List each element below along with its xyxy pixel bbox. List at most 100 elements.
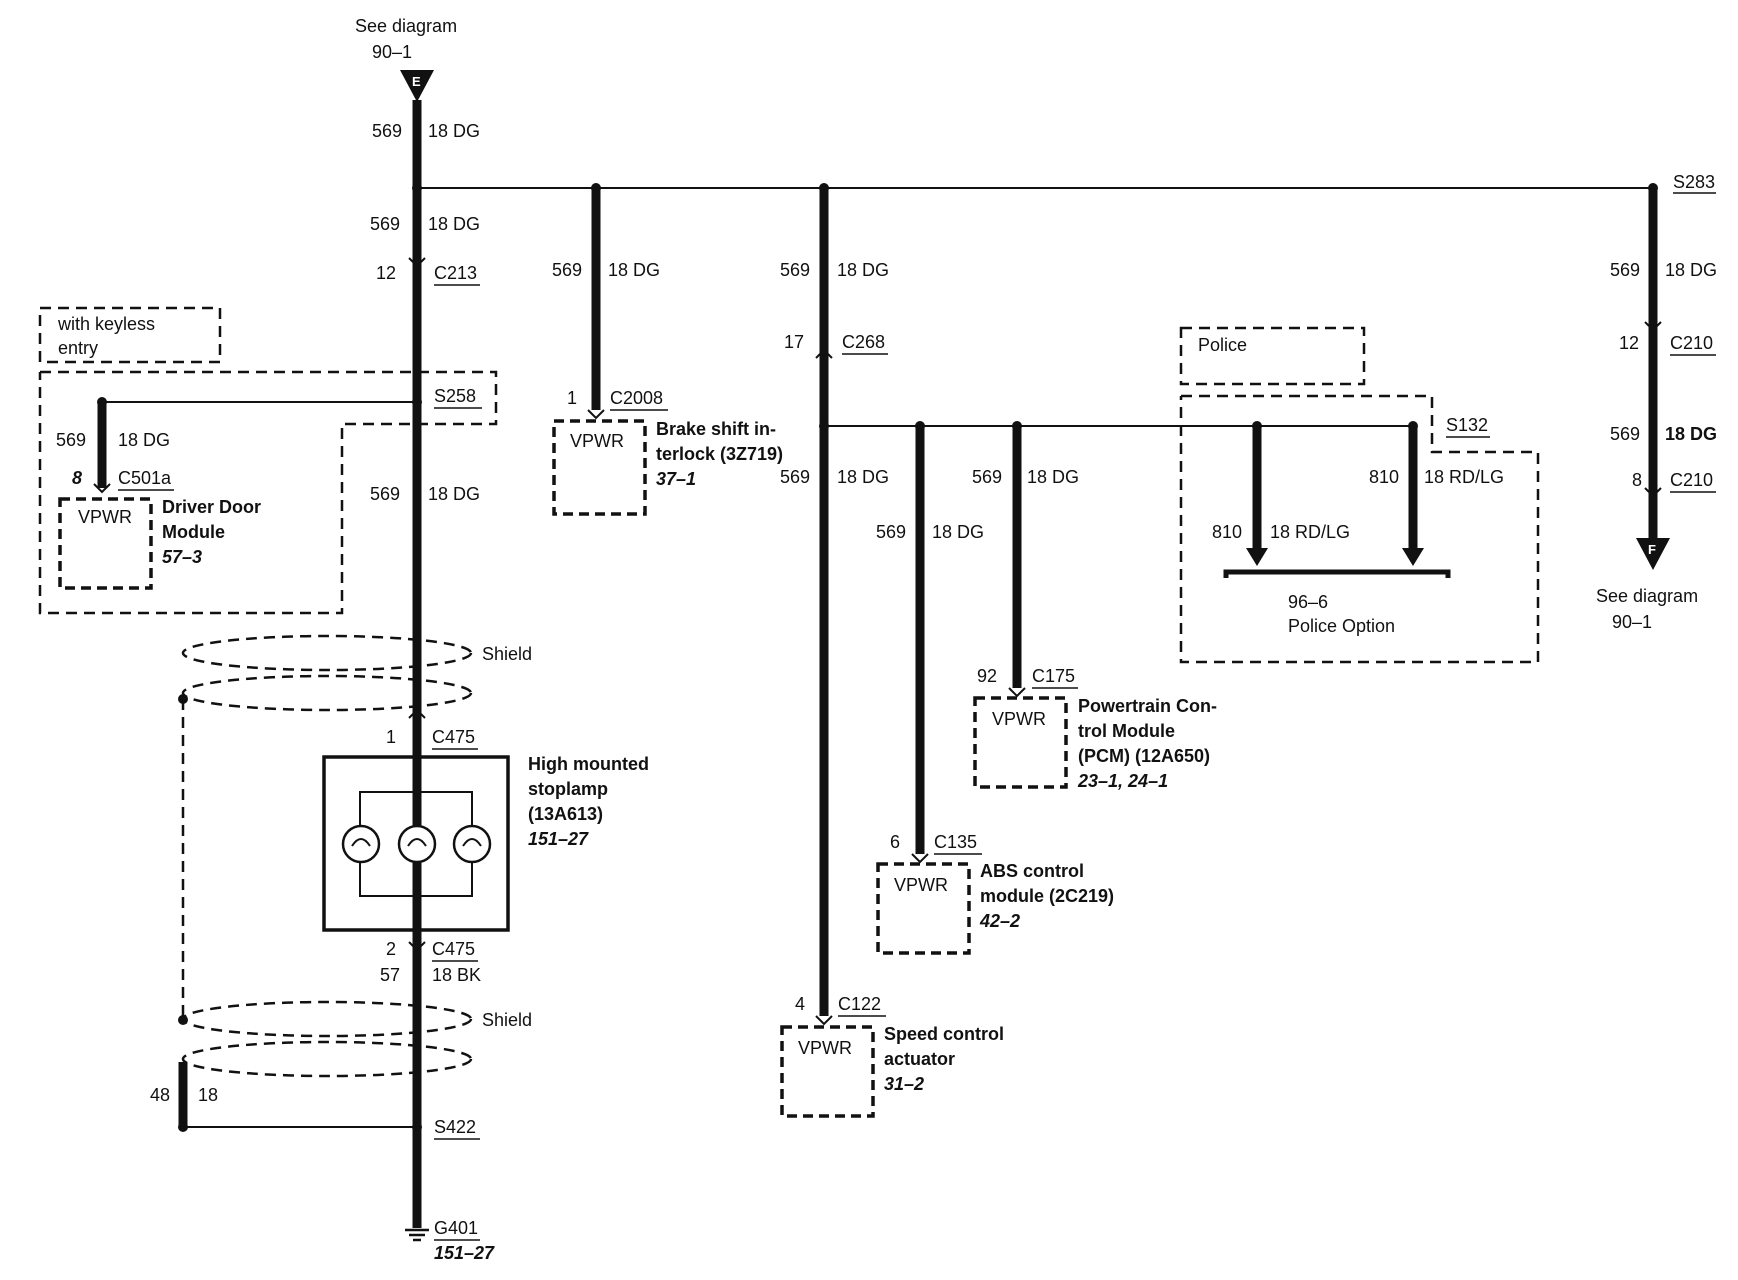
shield-upper-bottom: [181, 674, 473, 712]
ground-g401-ref: 151–27: [434, 1243, 495, 1263]
connector-f-label: F: [1648, 542, 1656, 557]
wire-brake-size: 18 DG: [608, 260, 660, 280]
wire-main2-num: 569: [370, 484, 400, 504]
wire-abs-size: 18 DG: [932, 522, 984, 542]
connector-c475b: C475: [432, 939, 475, 959]
wire-pol2-num: 810: [1369, 467, 1399, 487]
keyless-option-outline: [38, 370, 498, 615]
connector-c135: C135: [934, 832, 977, 852]
wire-top-size: 18 DG: [428, 121, 480, 141]
brake-vpwr: VPWR: [570, 431, 624, 451]
bulb-icon: [397, 824, 437, 864]
driver-door-name-2: Module: [162, 522, 225, 542]
stoplamp-name-2: stoplamp: [528, 779, 608, 799]
wire-r1-num: 569: [1610, 260, 1640, 280]
wire-r1-size: 18 DG: [1665, 260, 1717, 280]
connector-c175: C175: [1032, 666, 1075, 686]
wire-r2-num: 569: [1610, 424, 1640, 444]
wire-main1-num: 569: [370, 214, 400, 234]
c475b-pin: 2: [386, 939, 396, 959]
wire-sc2-size: 18 DG: [837, 467, 889, 487]
abs-ref: 42–2: [979, 911, 1020, 931]
pcm-name-2: trol Module: [1078, 721, 1175, 741]
c135-pin: 6: [890, 832, 900, 852]
wire-gnd-num: 57: [380, 965, 400, 985]
sc-name: Speed control: [884, 1024, 1004, 1044]
wire-abs-num: 569: [876, 522, 906, 542]
connector-c213: C213: [434, 263, 477, 283]
shield-upper-top: [181, 634, 473, 672]
c210b-pin: 8: [1632, 470, 1642, 490]
c475a-pin: 1: [386, 727, 396, 747]
connector-c122: C122: [838, 994, 881, 1014]
c213-pin: 12: [376, 263, 396, 283]
sc-name-2: actuator: [884, 1049, 955, 1069]
wire-main1-size: 18 DG: [428, 214, 480, 234]
wire-pol1-size: 18 RD/LG: [1270, 522, 1350, 542]
wire-shield-size: 18: [198, 1085, 218, 1105]
wire-sc1-num: 569: [780, 260, 810, 280]
c2008-pin: 1: [567, 388, 577, 408]
wire-door-num: 569: [56, 430, 86, 450]
connector-c2008: C2008: [610, 388, 663, 408]
door-vpwr: VPWR: [78, 507, 132, 527]
wire-pcm-num: 569: [972, 467, 1002, 487]
pcm-name: Powertrain Con-: [1078, 696, 1217, 716]
pcm-box: [973, 696, 1068, 789]
brake-name-2: terlock (3Z719): [656, 444, 783, 464]
police-ref: 96–6: [1288, 592, 1328, 612]
wire-brake-num: 569: [552, 260, 582, 280]
shield-label-2: Shield: [482, 1010, 532, 1030]
police-option-bracket: [1223, 569, 1451, 578]
shield-lower-top: [181, 1000, 473, 1038]
connector-c268: C268: [842, 332, 885, 352]
wire-pol2-size: 18 RD/LG: [1424, 467, 1504, 487]
pcm-vpwr: VPWR: [992, 709, 1046, 729]
stoplamp-name: High mounted: [528, 754, 649, 774]
speed-control-actuator-box: [780, 1025, 875, 1118]
shield-label-1: Shield: [482, 644, 532, 664]
keyless-label: with keyless: [57, 314, 155, 334]
keyless-label-2: entry: [58, 338, 98, 358]
see-diagram-top-ref: 90–1: [372, 42, 412, 62]
c175-pin: 92: [977, 666, 997, 686]
wire-gnd-size: 18 BK: [432, 965, 481, 985]
connector-e-label: E: [412, 74, 421, 89]
brake-name: Brake shift in-: [656, 419, 776, 439]
splice-s422: S422: [434, 1117, 476, 1137]
splice-s132: S132: [1446, 415, 1488, 435]
splice-dot: [412, 183, 422, 193]
connector-c210a: C210: [1670, 333, 1713, 353]
wire-door-size: 18 DG: [118, 430, 170, 450]
abs-control-module-box: [876, 862, 971, 955]
driver-door-ref: 57–3: [162, 547, 202, 567]
wire-pol1-num: 810: [1212, 522, 1242, 542]
abs-name-2: module (2C219): [980, 886, 1114, 906]
shield-lower-bottom: [181, 1040, 473, 1078]
wire-shield-num: 48: [150, 1085, 170, 1105]
connector-e-marker: [400, 70, 434, 102]
stoplamp-name-3: (13A613): [528, 804, 603, 824]
police-option-label: Police Option: [1288, 616, 1395, 636]
c268-pin: 17: [784, 332, 804, 352]
c501a-pin: 8: [72, 468, 82, 488]
abs-vpwr: VPWR: [894, 875, 948, 895]
see-diagram-bottom: See diagram: [1596, 586, 1698, 606]
abs-name: ABS control: [980, 861, 1084, 881]
wire-r2-size: 18 DG: [1665, 424, 1717, 444]
sc-ref: 31–2: [884, 1074, 924, 1094]
connector-c475a: C475: [432, 727, 475, 747]
wire-main2-size: 18 DG: [428, 484, 480, 504]
wire-pcm-size: 18 DG: [1027, 467, 1079, 487]
brake-shift-interlock-box: [552, 419, 647, 516]
driver-door-name: Driver Door: [162, 497, 261, 517]
police-option-outline: [1179, 394, 1540, 664]
police-label: Police: [1198, 335, 1247, 355]
see-diagram-bottom-ref: 90–1: [1612, 612, 1652, 632]
wire-top-num: 569: [372, 121, 402, 141]
stoplamp-ref: 151–27: [528, 829, 589, 849]
wire-sc1-size: 18 DG: [837, 260, 889, 280]
driver-door-module-box: [58, 497, 153, 590]
pcm-name-3: (PCM) (12A650): [1078, 746, 1210, 766]
